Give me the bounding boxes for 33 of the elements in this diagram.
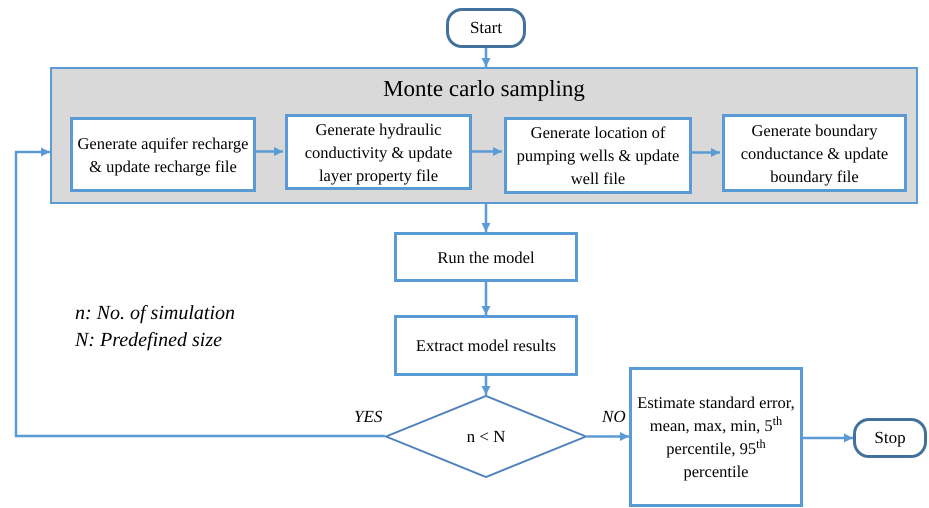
legend-note: N: Predefined size: [75, 328, 224, 353]
arrow: [254, 147, 283, 156]
process-box: [722, 114, 907, 192]
process-box: [285, 114, 472, 190]
node-text: Stop: [874, 427, 906, 450]
node-text: n < N: [466, 426, 506, 448]
node-text: Start: [470, 17, 502, 40]
arrow: [482, 376, 490, 395]
arrow: [587, 432, 629, 441]
process-box: [70, 117, 256, 192]
node-text: Generate location of pumping wells & update well file: [516, 122, 680, 190]
node-text: Generate boundary conductance & update boundary file: [740, 120, 890, 188]
arrow: [470, 147, 502, 156]
process-box: [629, 367, 803, 507]
arrow: [803, 434, 853, 442]
arrow: [482, 204, 490, 232]
process-box: [394, 232, 578, 282]
terminal-shape: [853, 418, 927, 458]
node-text: Generate aquifer recharge & update recharge file: [77, 132, 249, 178]
process-box: [394, 315, 578, 376]
node-text: Generate hydraulic conductivity & update layer property file: [304, 118, 454, 186]
node-text: Monte carlo sampling: [383, 75, 585, 103]
arrow: [690, 148, 720, 157]
process-box: [504, 117, 692, 194]
legend-note: n: No. of simulation: [75, 301, 236, 326]
terminal-shape: [446, 8, 526, 48]
arrow: [482, 282, 490, 315]
arrow: [482, 48, 490, 67]
node-text: Run the model: [437, 246, 535, 268]
node-text: Extract model results: [416, 335, 556, 357]
arrow: [14, 148, 385, 438]
group-panel: [50, 67, 918, 204]
node-text: Estimate standard error, mean, max, min, 5$^{th}$ percentile, 95$^{th}$ percentile: [636, 392, 796, 483]
